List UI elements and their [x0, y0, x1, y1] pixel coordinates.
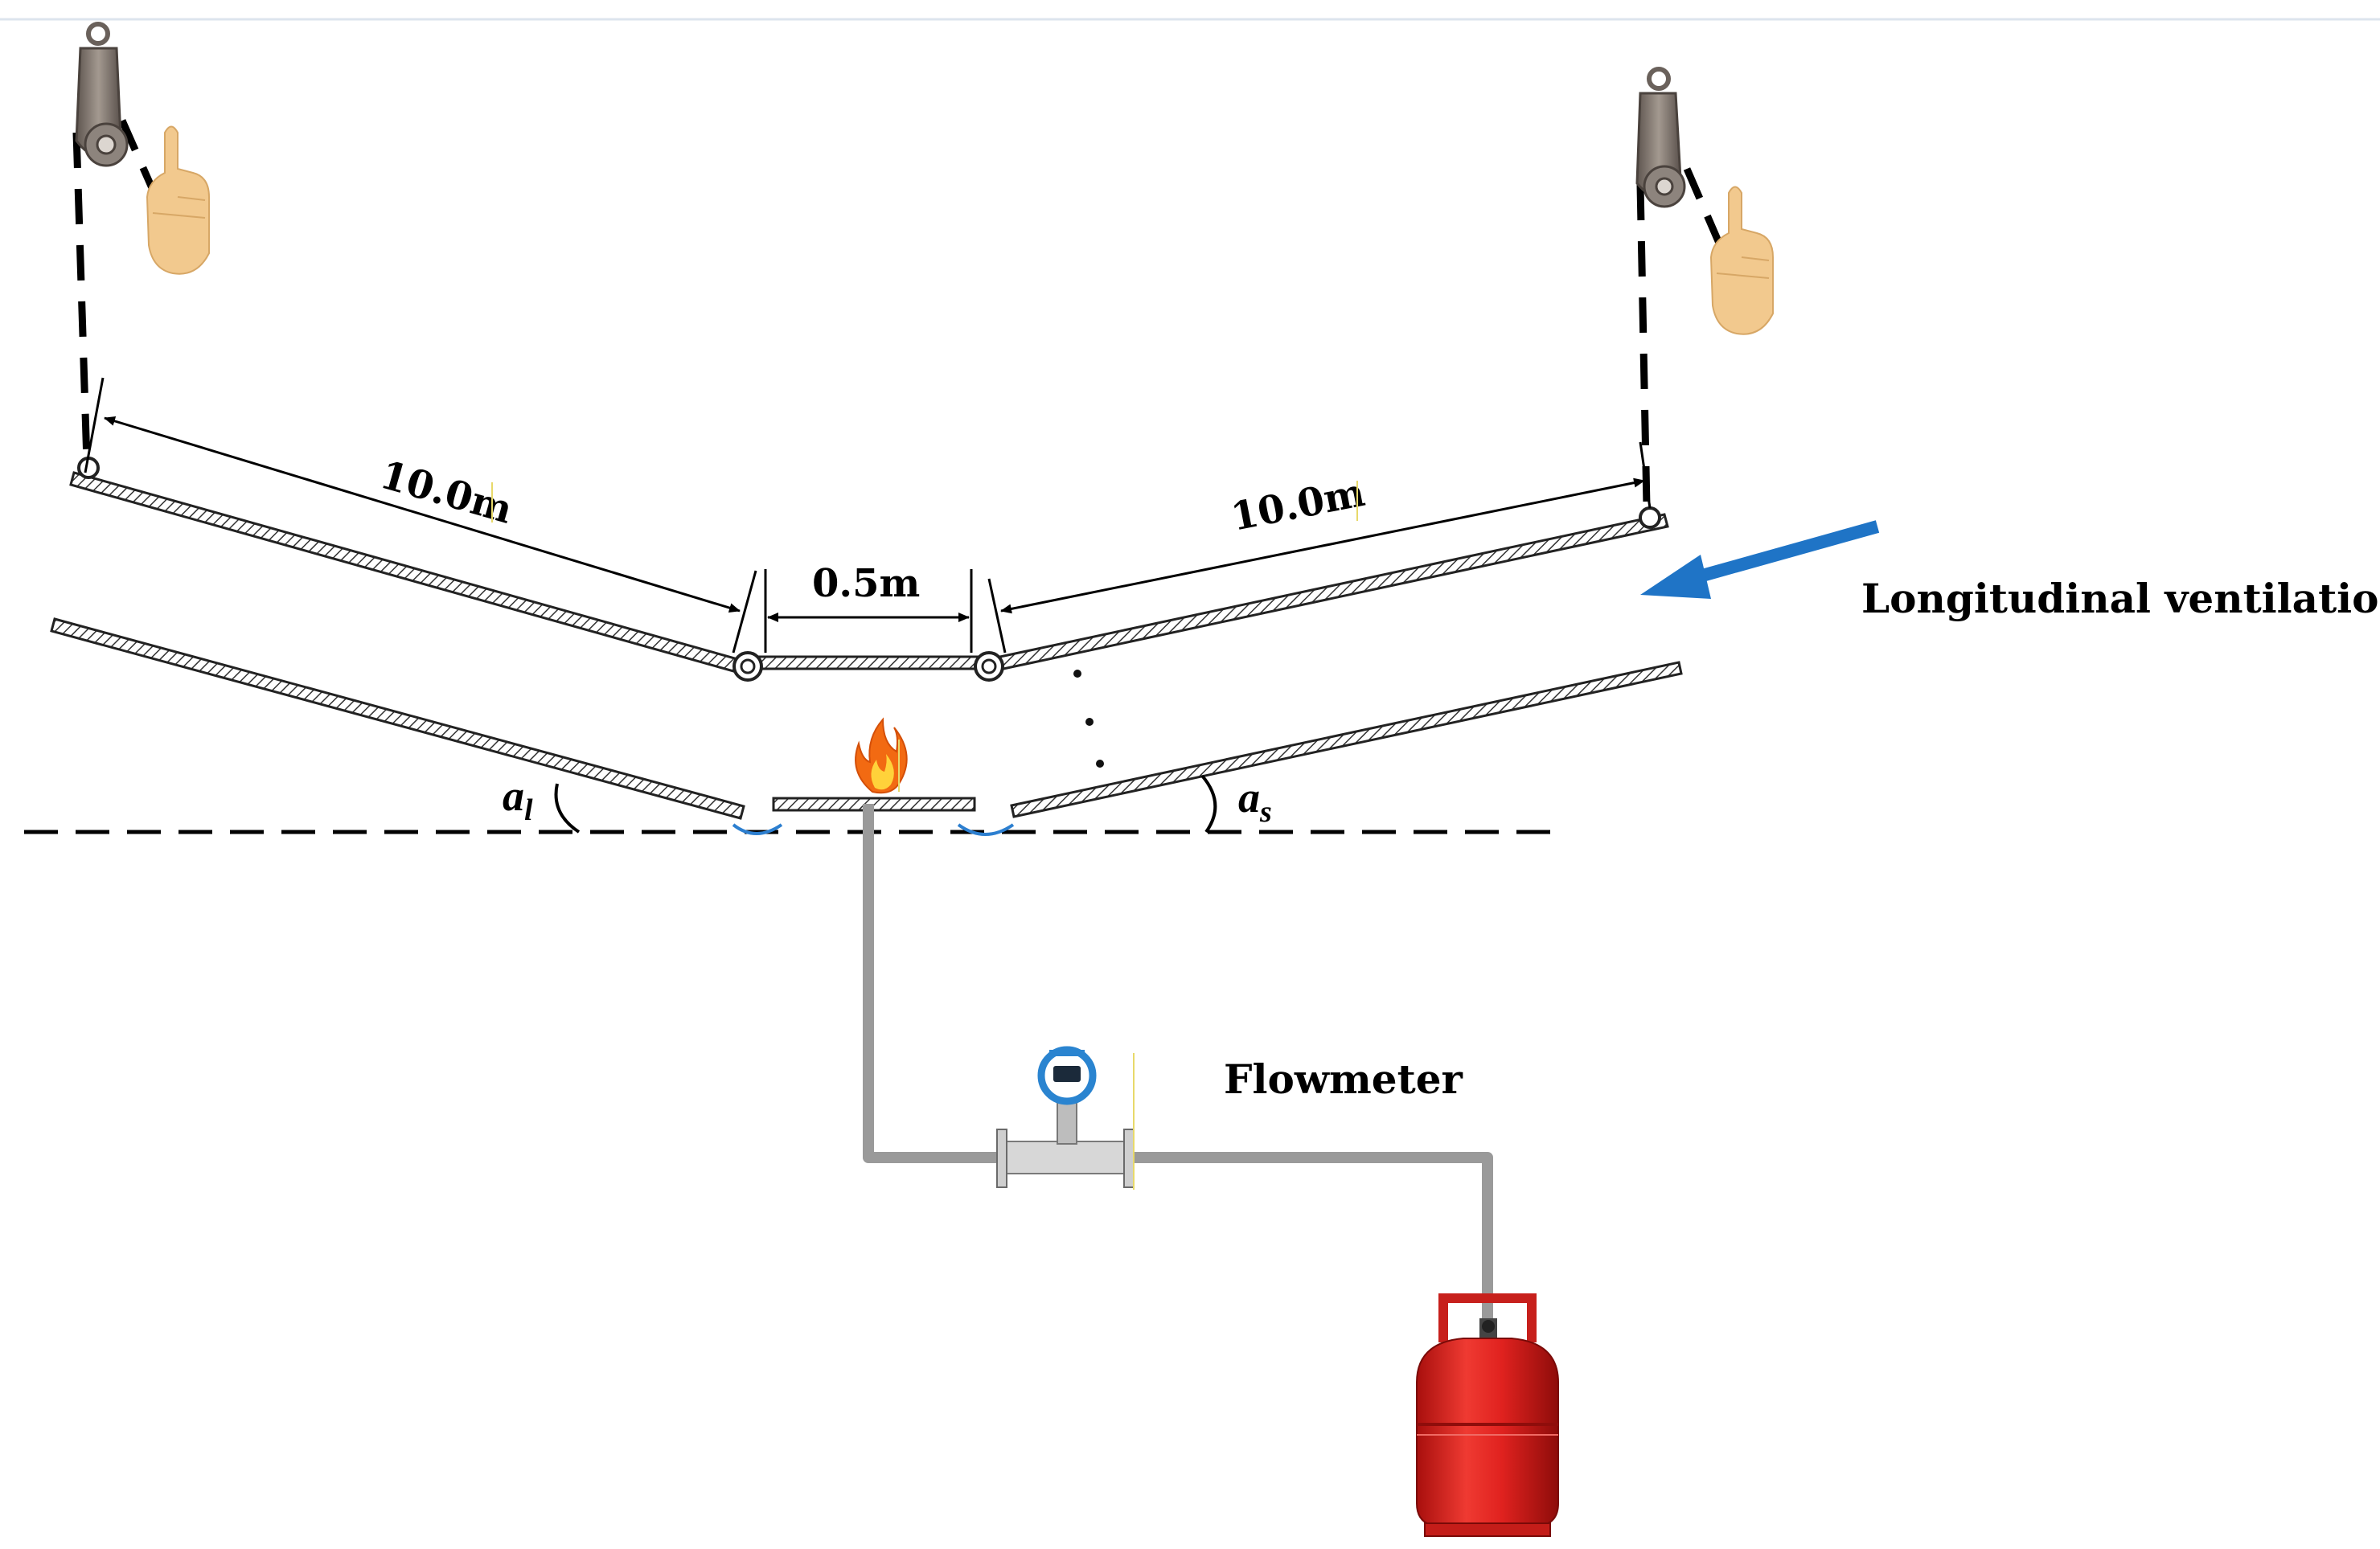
left-rope-pull: [118, 119, 169, 219]
angle-left-label: al: [503, 772, 533, 827]
ventilation-label: Longitudinal ventilation: [1861, 575, 2380, 622]
flowmeter-label: Flowmeter: [1224, 1055, 1463, 1103]
lower-right-panel: [1010, 661, 1683, 818]
pulley-icon: [1635, 67, 1686, 208]
fire-icon: [855, 717, 908, 794]
pulley-icon: [75, 22, 129, 167]
right-rope-pull: [1683, 167, 1733, 267]
pointing-hand-icon: [1709, 186, 1774, 335]
right-angle-arc: [1200, 774, 1217, 834]
middle-length-label: 0.5m: [812, 561, 920, 606]
left-seal: [732, 823, 783, 835]
gas-pipe: [863, 804, 1493, 1338]
angle-right-label: as: [1238, 773, 1272, 829]
lower-left-panel: [50, 617, 745, 820]
gas-cylinder-icon: [1416, 1293, 1559, 1537]
pointing-hand-icon: [146, 125, 210, 275]
left-hinge: [732, 651, 763, 682]
continuation-dots: [1073, 670, 1104, 768]
left-rope: [72, 132, 91, 463]
right-hinge: [974, 651, 1004, 682]
right-attachment-ring: [1639, 506, 1661, 529]
ventilation-arrow-icon: [1640, 520, 1880, 599]
right-length-label: 10.0m: [1228, 470, 1368, 540]
left-dimension-line: [104, 416, 741, 613]
upper-middle-panel: [745, 655, 989, 670]
right-seal: [957, 823, 1015, 836]
left-angle-arc: [554, 783, 581, 834]
flowmeter-icon: [996, 1046, 1135, 1188]
right-dimension-line: [1000, 477, 1645, 614]
